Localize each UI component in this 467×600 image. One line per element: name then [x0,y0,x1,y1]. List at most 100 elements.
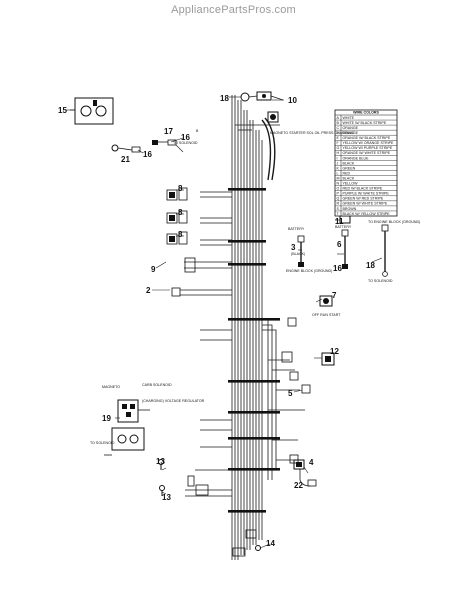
legend-color: BLACK W/ YELLOW STRIPE [343,212,391,216]
callout-8-a: 8 [178,184,183,193]
legend-code: H [337,151,340,155]
legend-title: WIRE COLORS [353,111,379,115]
callout-10: 12 [330,347,339,356]
leader-lines [66,96,383,549]
legend-color: GREEN W/ RED STRIPE [343,197,384,201]
legend-color: YELLOW [343,182,359,186]
legend-code: T [337,212,340,216]
legend-color: ORANGE BLUE [343,156,370,160]
component-20-11 [240,91,284,102]
legend-code: P [337,192,340,196]
label-to-engine-block: TO ENGINE BLOCK (GROUND) [368,220,420,224]
component-7 [319,295,333,307]
legend-code: S [337,207,340,211]
label-magneto-starter: MAGNETO STARTER SOL OIL PRESS CHARGING [270,131,354,135]
callout-22: 22 [294,481,303,490]
label-off-run-start: OFF RUN START [312,313,341,317]
legend-code: B [337,121,340,125]
callout-16-right: 16 [333,264,342,273]
legend-color: GREEN [343,166,356,170]
legend-code: O [337,187,340,191]
component-15 [70,97,114,125]
legend-code: K [337,166,340,170]
callout-5: 5 [288,389,293,398]
callout-8-b: 8 [178,208,183,217]
legend-color: YELLOW W/ ORANGE STRIPE [343,141,395,145]
callout-numbers: 10 18 15 17 16 16 21 8 8 8 9 2 3 11 6 16… [58,94,375,548]
label-battery-right: BATTERY [335,225,352,229]
callout-17: 17 [164,127,173,136]
legend-color: ORANGE W/ BLACK STRIPE [343,136,391,140]
callout-7: 7 [332,291,337,300]
legend-color: RED W/ BLACK STRIPE [343,187,383,191]
component-13-14 [158,459,261,551]
callout-21: 21 [121,155,130,164]
callout-18: 18 [366,261,375,270]
callout-12: 11 [335,217,344,226]
callout-3: 3 [291,243,296,252]
switch-connector [166,187,209,496]
legend-color: PURPLE W/ WHITE STRIPE [343,192,390,196]
callout-4: 4 [309,458,314,467]
component-19 [104,399,150,456]
legend-code: G [337,146,340,150]
label-to-solenoid-top: TO SOLENOID [173,141,198,145]
label-b: B [196,129,199,133]
legend-code: N [337,182,340,186]
component-labels: MAGNETO STARTER SOL OIL PRESS CHARGING T… [90,129,420,445]
legend-color: BROWN [343,207,357,211]
legend-color: ORANGE [343,126,359,130]
legend-color: BLACK [343,161,355,165]
legend-code: Q [337,197,340,201]
legend-color: BLACK [343,176,355,180]
component-10 [321,352,335,366]
callout-15: 15 [58,106,67,115]
label-to-solenoid-left: TO SOLENOID [90,441,115,445]
callout-9: 9 [151,265,156,274]
component-22 [293,459,317,487]
legend-code: I [337,156,338,160]
legend-color: ORANGE W/ WHITE STRIPE [343,151,391,155]
legend-code: A [337,116,340,120]
site-watermark: AppliancePartsPros.com [171,4,296,16]
component-21-16-17 [111,139,177,153]
legend-color: ORANGE [343,131,359,135]
legend-code: R [337,202,340,206]
callout-16-bottom: 16 [143,150,152,159]
legend-color: WHITE W/ BLACK STRIPE [343,121,387,125]
callout-19: 19 [102,414,111,423]
legend-code: E [337,136,340,140]
right-connectors [245,317,311,539]
legend-color: WHITE [343,116,355,120]
callout-11: 10 [288,96,297,105]
callout-2: 2 [146,286,151,295]
callout-13-a: 13 [156,457,165,466]
legend-color: RED [343,171,351,175]
legend-code: J [337,161,339,165]
legend-code: F [337,141,340,145]
callout-6: 6 [337,240,342,249]
label-magneto: MAGNETO [102,385,120,389]
label-battery-left: BATTERY [288,227,305,231]
battery-cables [297,215,389,277]
label-voltage-regulator: (CHARGING) VOLTAGE REGULATOR [142,399,205,403]
label-engine-block-left: ENGINE BLOCK (GROUND) [286,269,332,273]
left-branches [166,187,232,497]
legend-code: L [337,171,339,175]
callout-13-b: 13 [162,493,171,502]
legend-code: M [337,176,340,180]
label-black: (BLACK) [291,252,305,256]
callout-8-c: 8 [178,230,183,239]
label-carb-solenoid: CARB SOLENOID [142,383,172,387]
callout-14: 14 [266,539,275,548]
legend-color: YELLOW W/ PURPLE STRIPE [343,146,393,150]
callout-20: 18 [220,94,229,103]
label-to-solenoid-right: TO SOLENOID [368,279,393,283]
callout-16-top: 16 [181,133,190,142]
main-harness [228,95,305,560]
legend-code: C [337,126,340,130]
legend-color: GREEN W/ WHITE STRIPE [343,202,388,206]
